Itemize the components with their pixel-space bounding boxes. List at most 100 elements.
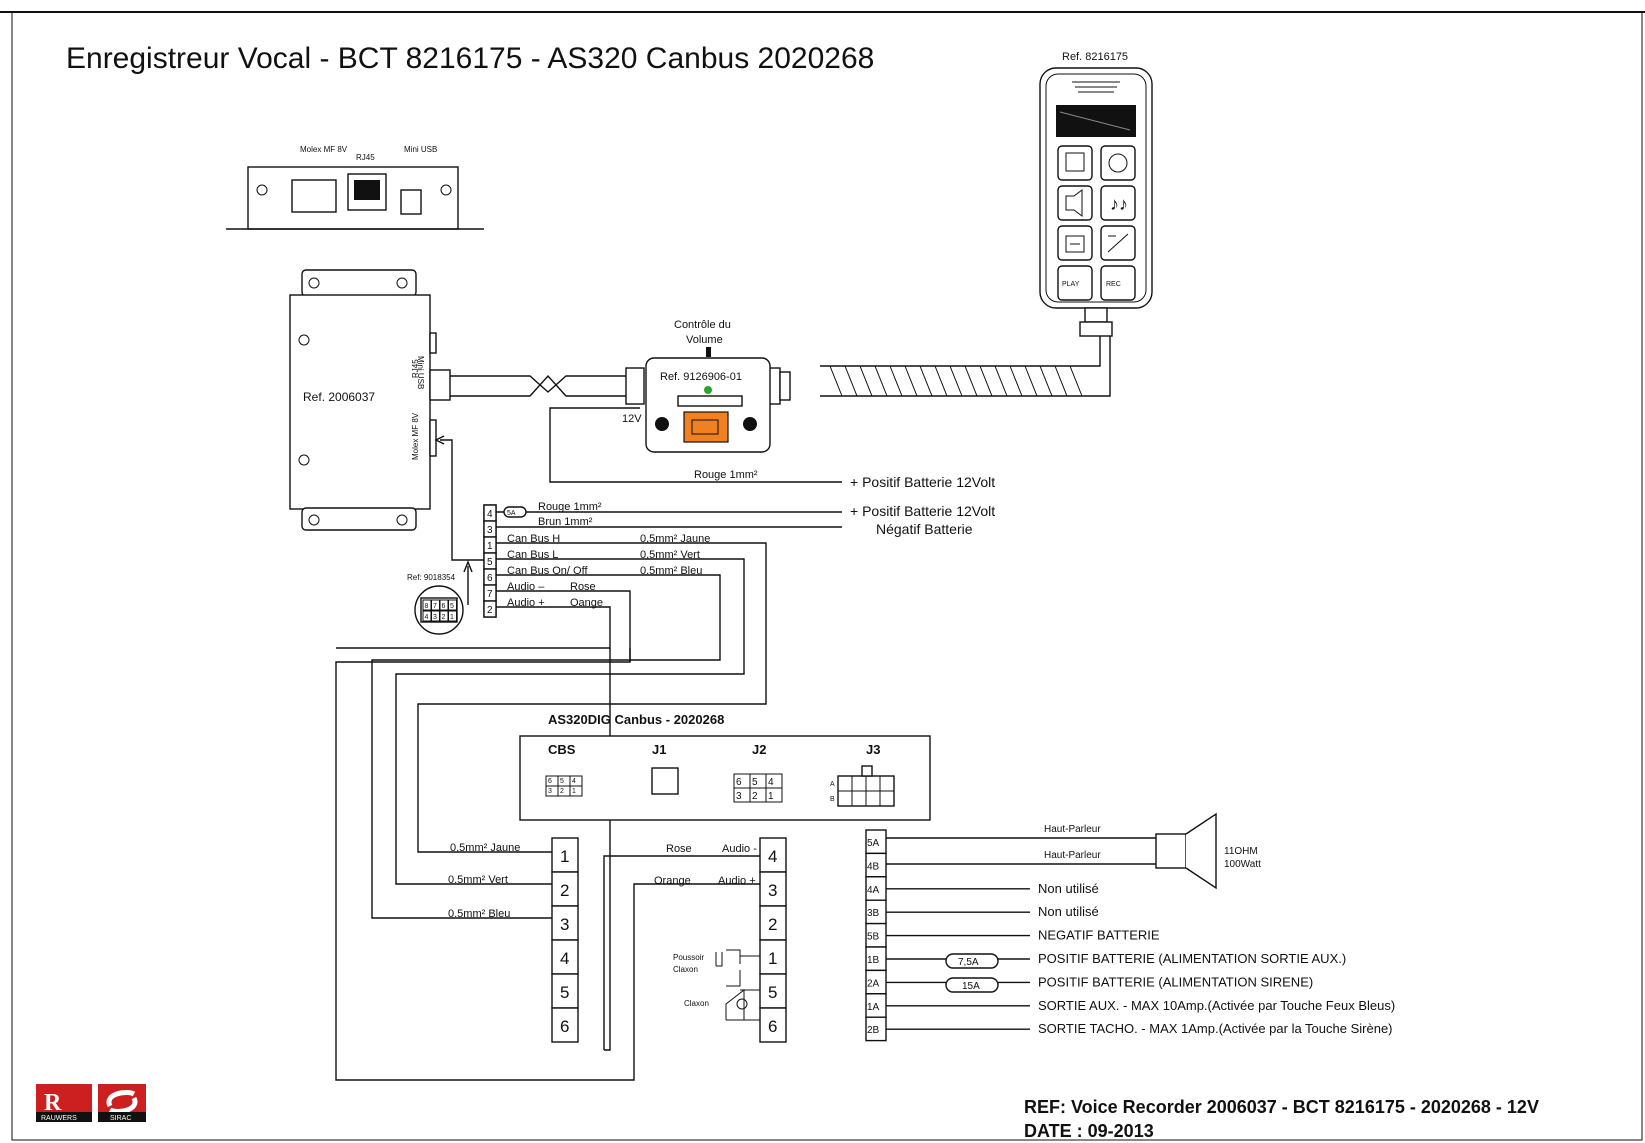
molex-pin-number: 5 [450, 603, 454, 610]
sirac-logo: SIRAC [98, 1084, 146, 1122]
cbs-pin [551, 939, 579, 975]
cbs-pin-number: 2 [560, 881, 569, 900]
mini-pin [765, 787, 783, 803]
play-label: PLAY [1062, 281, 1080, 288]
j3-output-label: Non utilisé [1038, 881, 1099, 896]
j2-claxon: Claxon [684, 999, 709, 1008]
cbs-label-bleu: 0.5mm² Bleu [448, 908, 510, 920]
j2-rose: Rose [666, 843, 692, 855]
cbs-pin [551, 871, 579, 907]
body-miniusb-label: Mini USB [416, 356, 425, 389]
j2-pin-number: 4 [768, 847, 777, 866]
speaker-icon [1065, 189, 1083, 217]
cbs-pin [551, 1007, 579, 1043]
mini-pin-number: 4 [572, 778, 576, 785]
recorder-front-panel: Molex MF 8V RJ45 Mini USB [226, 145, 484, 230]
audio-plus-color: Oange [570, 597, 603, 609]
rj45-cable [450, 374, 626, 397]
molex-pin-number: 3 [433, 614, 437, 621]
as320-cbs: CBS [548, 742, 576, 757]
music-icon: ♪♪ [1110, 194, 1128, 214]
canonoff-color: 0.5mm² Bleu [640, 565, 702, 577]
screw-icon [743, 417, 757, 431]
beacon-icon [1065, 152, 1085, 172]
speaker-icon [1155, 833, 1187, 869]
face-miniusb-label: Mini USB [404, 145, 437, 154]
cbs-pin-number: 1 [560, 847, 569, 866]
mini-pin-number: 5 [752, 777, 758, 788]
molex-pin-number: 7 [433, 603, 437, 610]
j3-pin-number: 2B [867, 1025, 880, 1036]
j2-pin-number: 3 [768, 881, 777, 900]
volume-ref: Ref. 9126906-01 [660, 371, 742, 383]
cbs-pin-number: 3 [560, 915, 569, 934]
terminal-pin-number: 4 [487, 509, 493, 520]
molex-pin-number: 2 [442, 614, 446, 621]
fuse-15a-label: 15A [962, 981, 980, 992]
remote-ref: Ref. 8216175 [1062, 51, 1128, 63]
screw-icon [298, 334, 310, 346]
as320-unit: AS320DIG Canbus - 2020268 CBS J1 J2 J3 6… [519, 712, 931, 821]
mini-pin-number: 6 [736, 777, 742, 788]
j2-pin [759, 1007, 787, 1043]
j2-audio-plus: Audio + [718, 875, 756, 887]
as320-j3: J3 [866, 742, 880, 757]
speaker-ohm: 11OHM [1224, 846, 1258, 857]
term-wire-brown: Brun 1mm² [538, 516, 593, 528]
audio-plus-label: Audio + [507, 597, 545, 609]
terminal-pin-number: 6 [487, 573, 493, 584]
remote-buttons: ♪♪ PLAY REC [1057, 145, 1136, 301]
fuse-7-5a [945, 953, 999, 969]
face-rj45-label: RJ45 [356, 153, 375, 162]
power-wire-1-color: Rouge 1mm² [694, 469, 758, 481]
volume-label-2: Volume [686, 334, 723, 346]
j3-output-label: POSITIF BATTERIE (ALIMENTATION SORTIE AU… [1038, 951, 1346, 966]
terminal-pin-number: 3 [487, 525, 493, 536]
horn-button[interactable] [1057, 145, 1093, 181]
rec-button[interactable] [1100, 265, 1136, 301]
svg-text:A: A [830, 781, 835, 788]
volume-switch[interactable] [683, 411, 729, 443]
mini-pin-number: 1 [768, 791, 774, 802]
footer-date: DATE : 09-2013 [1024, 1121, 1154, 1141]
j1-port [651, 767, 679, 795]
j3-pin-number: 2A [867, 978, 880, 989]
terminal-pin-number: 2 [487, 605, 493, 616]
molex-pin [448, 610, 457, 622]
loop-button[interactable] [1057, 225, 1093, 261]
recorder-ref: Ref. 2006037 [303, 390, 375, 404]
fuse-15a [945, 977, 999, 993]
remote-control: Ref. 8216175 ♪♪ PLAY REC [1039, 51, 1153, 337]
molex-pin-number: 8 [425, 603, 429, 610]
volume-12v: 12V [622, 413, 642, 425]
j2-pin-number: 5 [768, 983, 777, 1002]
fuse-7-5a-label: 7,5A [958, 957, 979, 968]
speaker-button[interactable] [1057, 185, 1093, 221]
music-button[interactable] [1100, 185, 1136, 221]
j3-output-label: NEGATIF BATTERIE [1038, 928, 1160, 943]
j3-pin-number: 5A [867, 838, 880, 849]
siren-button[interactable] [1100, 145, 1136, 181]
terminal-pin-number: 7 [487, 589, 493, 600]
j2-pin [759, 837, 787, 873]
play-button[interactable] [1057, 265, 1093, 301]
molex-pin-number: 6 [442, 603, 446, 610]
speaker-watt: 100Watt [1224, 859, 1261, 870]
cbs-pin-number: 6 [560, 1017, 569, 1036]
audio-minus-label: Audio – [507, 581, 545, 593]
coiled-cable [820, 336, 1111, 397]
j3-pin-number: 1B [867, 955, 880, 966]
diagram-title: Enregistreur Vocal - BCT 8216175 - AS320… [66, 42, 874, 75]
terminal-pin [483, 600, 497, 618]
j3-pin-number: 1A [867, 1002, 880, 1013]
power-neg-dest: Négatif Batterie [876, 521, 973, 537]
j3-output-label: POSITIF BATTERIE (ALIMENTATION SIRENE) [1038, 974, 1313, 989]
j3-pin-number: 3B [867, 908, 880, 919]
cbs-label-vert: 0.5mm² Vert [448, 874, 508, 886]
cbs-pin-number: 5 [560, 983, 569, 1002]
j2-pin-number: 2 [768, 915, 777, 934]
